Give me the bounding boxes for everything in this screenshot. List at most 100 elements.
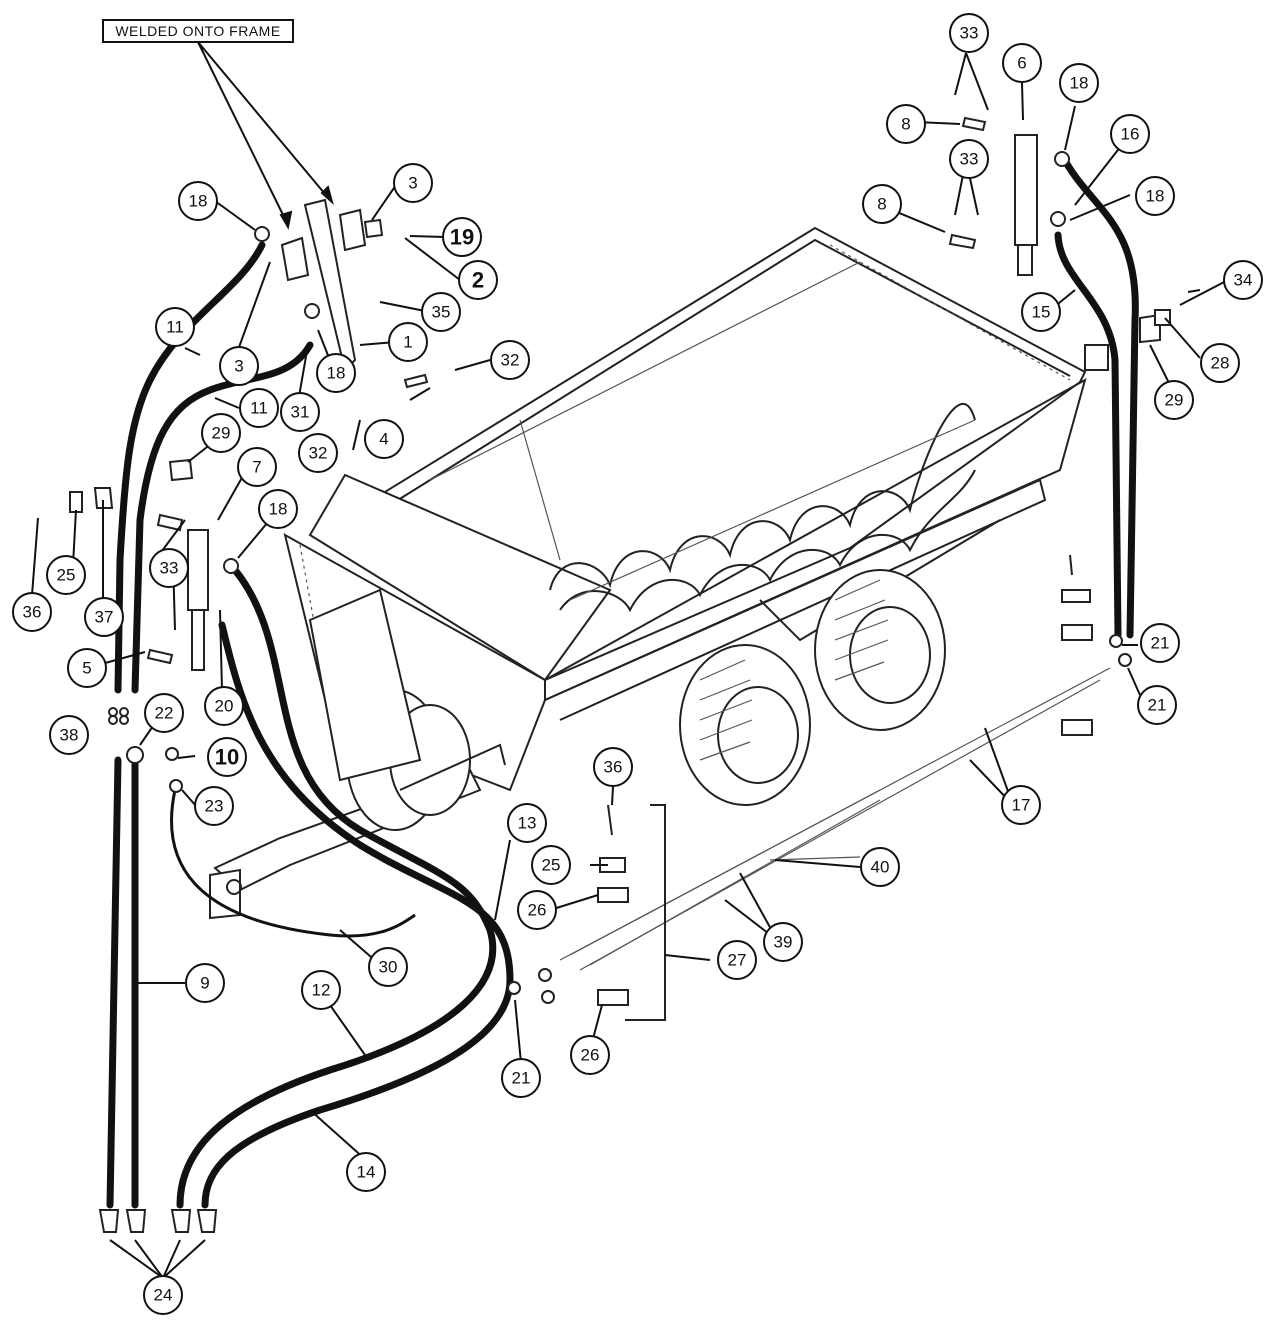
- svg-text:28: 28: [1211, 354, 1230, 373]
- callout-23: 23: [194, 786, 234, 826]
- svg-text:12: 12: [312, 981, 331, 1000]
- svg-text:18: 18: [327, 364, 346, 383]
- callout-19: 19: [442, 217, 482, 257]
- callout-1: 1: [388, 322, 428, 362]
- svg-text:2: 2: [472, 268, 484, 293]
- svg-text:33: 33: [960, 150, 979, 169]
- svg-text:17: 17: [1012, 796, 1031, 815]
- callout-11b: 11: [239, 388, 279, 428]
- callout-29a: 29: [201, 413, 241, 453]
- callout-18a: 18: [178, 181, 218, 221]
- note-text: WELDED ONTO FRAME: [115, 23, 280, 39]
- svg-text:10: 10: [215, 745, 239, 770]
- svg-text:6: 6: [1017, 54, 1026, 73]
- svg-text:9: 9: [200, 974, 209, 993]
- spinner-discs: [308, 588, 506, 831]
- welded-onto-frame-note: WELDED ONTO FRAME: [102, 19, 334, 230]
- svg-text:21: 21: [1151, 634, 1170, 653]
- svg-text:26: 26: [581, 1046, 600, 1065]
- callout-15: 15: [1021, 292, 1061, 332]
- svg-text:35: 35: [432, 303, 451, 322]
- svg-text:37: 37: [95, 608, 114, 627]
- callout-39: 39: [763, 922, 803, 962]
- wheels: [679, 569, 946, 806]
- svg-text:27: 27: [728, 951, 747, 970]
- svg-text:36: 36: [23, 603, 42, 622]
- svg-text:18: 18: [1070, 74, 1089, 93]
- fittings: [98, 151, 1132, 1233]
- callout-9: 9: [185, 963, 225, 1003]
- svg-text:25: 25: [542, 856, 561, 875]
- svg-text:32: 32: [501, 351, 520, 370]
- callout-34: 34: [1223, 260, 1263, 300]
- svg-text:21: 21: [512, 1069, 531, 1088]
- callout-3a: 3: [393, 163, 433, 203]
- callout-21c: 21: [501, 1058, 541, 1098]
- callout-28: 28: [1200, 343, 1240, 383]
- svg-text:4: 4: [379, 430, 388, 449]
- svg-text:11: 11: [166, 318, 184, 337]
- callout-6: 6: [1002, 43, 1042, 83]
- callout-32a: 32: [490, 340, 530, 380]
- svg-text:39: 39: [774, 933, 793, 952]
- callout-2: 2: [458, 260, 498, 300]
- svg-text:25: 25: [57, 566, 76, 585]
- svg-text:18: 18: [1146, 187, 1165, 206]
- svg-text:22: 22: [155, 704, 174, 723]
- svg-text:29: 29: [212, 424, 231, 443]
- callout-33a: 33: [949, 13, 989, 53]
- svg-text:5: 5: [82, 659, 91, 678]
- svg-text:33: 33: [960, 24, 979, 43]
- callout-14: 14: [346, 1152, 386, 1192]
- auger-flighting: [549, 402, 976, 613]
- svg-text:33: 33: [160, 559, 179, 578]
- callout-27: 27: [717, 940, 757, 980]
- svg-text:31: 31: [291, 403, 310, 422]
- svg-text:1: 1: [403, 333, 412, 352]
- callout-36b: 36: [593, 747, 633, 787]
- svg-text:15: 15: [1032, 303, 1051, 322]
- leader-lines: [31, 52, 1229, 1279]
- svg-text:3: 3: [234, 357, 243, 376]
- svg-text:36: 36: [604, 758, 623, 777]
- callout-10: 10: [207, 737, 247, 777]
- callout-18b: 18: [316, 353, 356, 393]
- svg-text:21: 21: [1148, 696, 1167, 715]
- callout-3b: 3: [219, 346, 259, 386]
- callout-26b: 26: [570, 1035, 610, 1075]
- callout-26a: 26: [517, 890, 557, 930]
- callout-25b: 25: [531, 845, 571, 885]
- svg-text:24: 24: [154, 1286, 173, 1305]
- callout-13: 13: [507, 803, 547, 843]
- callout-24: 24: [143, 1275, 183, 1315]
- svg-text:14: 14: [357, 1163, 376, 1182]
- callout-17: 17: [1001, 785, 1041, 825]
- svg-text:18: 18: [189, 192, 208, 211]
- callout-18c: 18: [258, 489, 298, 529]
- svg-text:16: 16: [1121, 125, 1140, 144]
- callout-32b: 32: [298, 433, 338, 473]
- svg-text:18: 18: [269, 500, 288, 519]
- svg-text:40: 40: [871, 858, 890, 877]
- svg-text:3: 3: [408, 174, 417, 193]
- callout-37: 37: [84, 597, 124, 637]
- svg-text:29: 29: [1165, 391, 1184, 410]
- callout-11a: 11: [155, 307, 195, 347]
- svg-text:8: 8: [877, 195, 886, 214]
- callout-7: 7: [237, 447, 277, 487]
- svg-text:26: 26: [528, 901, 547, 920]
- callout-5: 5: [67, 648, 107, 688]
- callout-40: 40: [860, 847, 900, 887]
- callout-38: 38: [49, 715, 89, 755]
- svg-text:34: 34: [1234, 271, 1253, 290]
- callout-21b: 21: [1137, 685, 1177, 725]
- callout-8b: 8: [862, 184, 902, 224]
- svg-text:30: 30: [379, 958, 398, 977]
- callout-12: 12: [301, 970, 341, 1010]
- callout-30: 30: [368, 947, 408, 987]
- callout-18d: 18: [1059, 63, 1099, 103]
- svg-text:20: 20: [215, 697, 234, 716]
- svg-text:32: 32: [309, 444, 328, 463]
- callout-bubbles: 1 2 3 3 4 5 6 7 8 8 9 10 11 11 12 13 14 …: [12, 13, 1263, 1315]
- callout-33c: 33: [149, 548, 189, 588]
